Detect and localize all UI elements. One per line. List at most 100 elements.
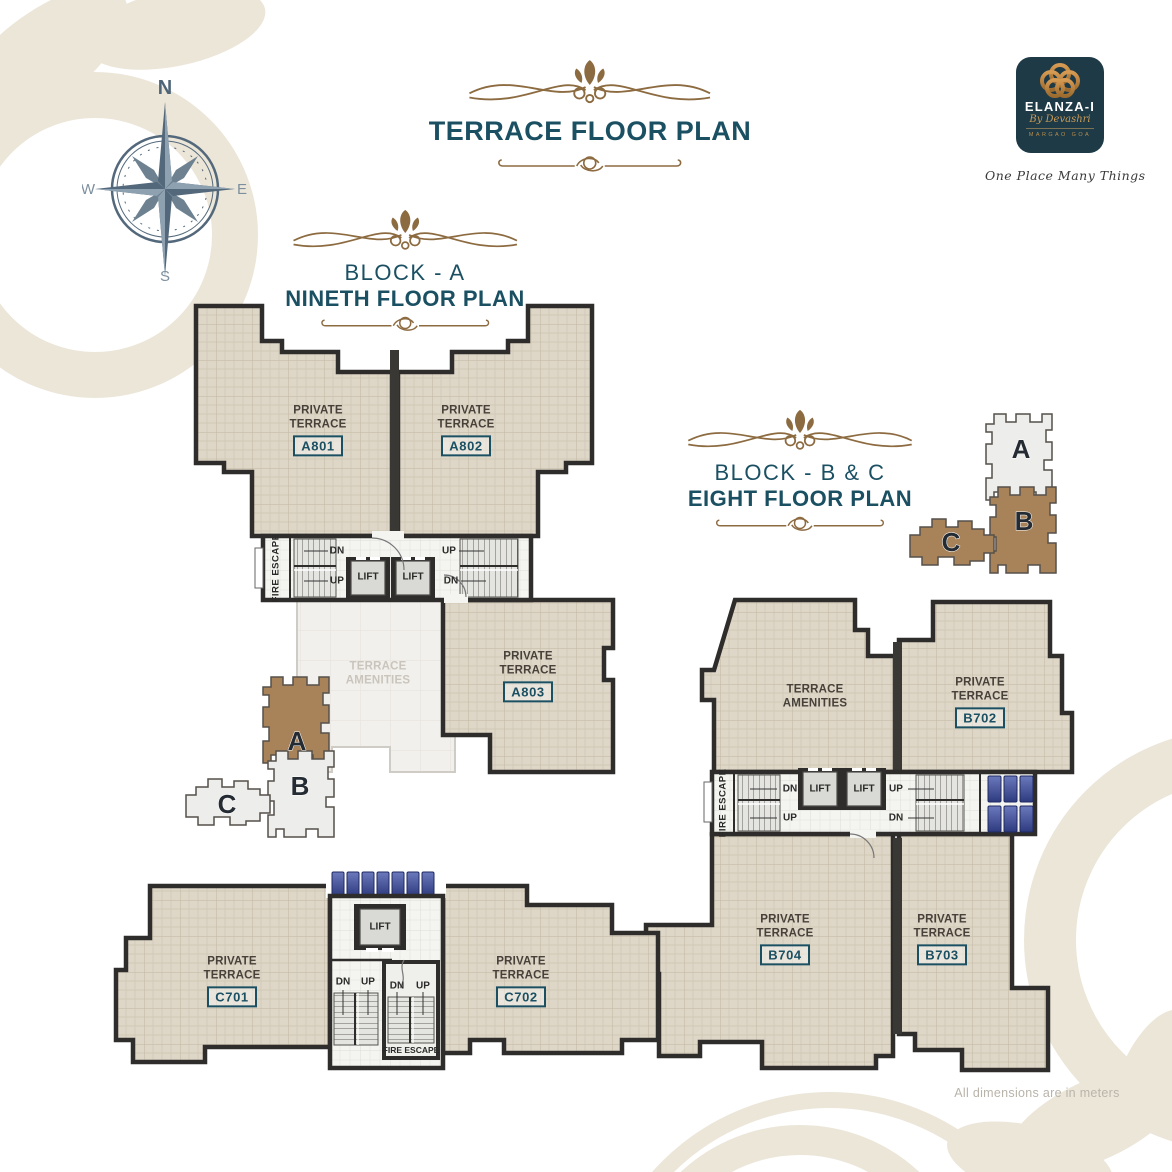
dn-label: DN bbox=[888, 812, 904, 824]
block-bc-title: BLOCK - B & C bbox=[714, 460, 886, 485]
private-terrace-text: PRIVATE TERRACE bbox=[289, 404, 347, 431]
unit-label-b702: PRIVATE TERRACE B702 bbox=[942, 675, 1018, 729]
unit-number-b704: B704 bbox=[760, 944, 810, 966]
private-terrace-text: PRIVATE TERRACE bbox=[951, 676, 1009, 703]
private-terrace-text: PRIVATE TERRACE bbox=[756, 913, 814, 940]
solar-panels-c bbox=[331, 871, 435, 897]
logo-name: ELANZA-I bbox=[1024, 99, 1096, 114]
up-label: UP bbox=[361, 976, 375, 988]
unit-number-b703: B703 bbox=[917, 944, 967, 966]
fire-escape-label: FIRE ESCAPE bbox=[717, 768, 729, 838]
fire-escape-label: FIRE ESCAPE bbox=[270, 533, 282, 603]
dn-label: DN bbox=[329, 545, 345, 557]
key-plan-block-a: A B C bbox=[185, 676, 335, 838]
brand-logo: ELANZA-I By Devashri MARGAO GOA bbox=[1016, 57, 1104, 153]
compass-w-label: W bbox=[82, 181, 96, 198]
block-c-plan bbox=[113, 868, 661, 1071]
sheet-title-header: TERRACE FLOOR PLAN bbox=[429, 56, 752, 175]
lift-label: LIFT bbox=[853, 783, 875, 795]
door-arc bbox=[399, 959, 405, 989]
flourish-small-icon bbox=[315, 312, 495, 334]
up-label: UP bbox=[783, 812, 797, 824]
unit-number-b702: B702 bbox=[955, 707, 1005, 729]
unit-number-a801: A801 bbox=[293, 435, 343, 457]
compass-e-label: E bbox=[237, 181, 247, 198]
dn-label: DN bbox=[389, 980, 405, 992]
keyplan-letter-a: A bbox=[1012, 434, 1031, 464]
logo-location: MARGAO GOA bbox=[1026, 128, 1094, 138]
terrace-b703-area bbox=[896, 831, 1051, 1073]
block-a-header: BLOCK - A NINETH FLOOR PLAN bbox=[285, 206, 525, 334]
up-label: UP bbox=[442, 545, 456, 557]
block-a-title: BLOCK - A bbox=[344, 260, 466, 285]
unit-label-c702: PRIVATE TERRACE C702 bbox=[483, 954, 559, 1008]
up-label: UP bbox=[889, 783, 903, 795]
dn-label: DN bbox=[782, 783, 798, 795]
terrace-amenities-a-label: TERRACE AMENITIES bbox=[345, 660, 411, 687]
unit-number-a802: A802 bbox=[441, 435, 491, 457]
dn-label: DN bbox=[443, 575, 459, 587]
flourish-icon bbox=[286, 206, 524, 258]
fire-escape-label: FIRE ESCAPE bbox=[382, 1045, 440, 1055]
block-a-floor-title: NINETH FLOOR PLAN bbox=[285, 286, 525, 311]
logo-rosette-icon bbox=[1040, 63, 1080, 98]
terrace-c702-area bbox=[440, 883, 661, 1056]
keyplan-letter-c: C bbox=[942, 527, 961, 557]
unit-number-c702: C702 bbox=[496, 986, 546, 1008]
private-terrace-text: PRIVATE TERRACE bbox=[499, 650, 557, 677]
compass-s-label: S bbox=[160, 268, 170, 282]
keyplan-letter-b: B bbox=[291, 771, 310, 801]
lift-label: LIFT bbox=[369, 921, 391, 933]
lift-label: LIFT bbox=[809, 783, 831, 795]
private-terrace-text: PRIVATE TERRACE bbox=[203, 955, 261, 982]
block-bc-plan bbox=[643, 597, 1075, 1073]
stair-a-left bbox=[293, 538, 337, 598]
compass-icon: N W E S bbox=[82, 77, 247, 282]
door-arc bbox=[849, 833, 875, 859]
stair-bc-left bbox=[737, 774, 781, 832]
stair-bc-right bbox=[915, 774, 965, 832]
flourish-icon bbox=[460, 56, 720, 112]
keyplan-letter-c: C bbox=[218, 789, 237, 819]
flourish-small-icon bbox=[495, 151, 685, 175]
compass-n-label: N bbox=[158, 77, 172, 99]
private-terrace-text: PRIVATE TERRACE bbox=[492, 955, 550, 982]
up-label: UP bbox=[416, 980, 430, 992]
dn-label: DN bbox=[335, 976, 351, 988]
lift-label: LIFT bbox=[402, 571, 424, 583]
block-bc-floor-title: EIGHT FLOOR PLAN bbox=[687, 486, 913, 511]
terrace-amenities-b-label: TERRACE AMENITIES bbox=[782, 683, 848, 710]
solar-panels-bc bbox=[987, 775, 1034, 833]
dimensions-note: All dimensions are in meters bbox=[954, 1086, 1120, 1100]
lift-label: LIFT bbox=[357, 571, 379, 583]
logo-tagline: One Place Many Things bbox=[985, 168, 1146, 183]
unit-number-a803: A803 bbox=[503, 681, 553, 703]
terrace-b702-area bbox=[896, 599, 1075, 775]
keyplan-letter-b: B bbox=[1015, 506, 1034, 536]
unit-number-c701: C701 bbox=[207, 986, 257, 1008]
unit-label-b704: PRIVATE TERRACE B704 bbox=[747, 912, 823, 966]
block-bc-header: BLOCK - B & C EIGHT FLOOR PLAN bbox=[681, 406, 919, 534]
page-title: TERRACE FLOOR PLAN bbox=[428, 116, 752, 146]
private-terrace-text: PRIVATE TERRACE bbox=[913, 913, 971, 940]
block-a-plan bbox=[193, 303, 616, 775]
flourish-small-icon bbox=[710, 512, 890, 534]
unit-label-a803: PRIVATE TERRACE A803 bbox=[490, 649, 566, 703]
key-plan-block-bc: A B C bbox=[909, 413, 1057, 574]
terrace-a803-area bbox=[440, 597, 616, 775]
flourish-icon bbox=[681, 406, 919, 458]
private-terrace-text: PRIVATE TERRACE bbox=[437, 404, 495, 431]
door-arc bbox=[443, 574, 467, 598]
unit-label-a801: PRIVATE TERRACE A801 bbox=[280, 403, 356, 457]
door-arc bbox=[371, 537, 405, 571]
up-label: UP bbox=[330, 575, 344, 587]
terrace-a802-area bbox=[395, 303, 595, 539]
keyplan-letter-a: A bbox=[288, 726, 307, 756]
stair-a-right bbox=[459, 538, 519, 598]
logo-byline: By Devashri bbox=[1029, 114, 1091, 125]
unit-label-a802: PRIVATE TERRACE A802 bbox=[428, 403, 504, 457]
unit-label-c701: PRIVATE TERRACE C701 bbox=[194, 954, 270, 1008]
